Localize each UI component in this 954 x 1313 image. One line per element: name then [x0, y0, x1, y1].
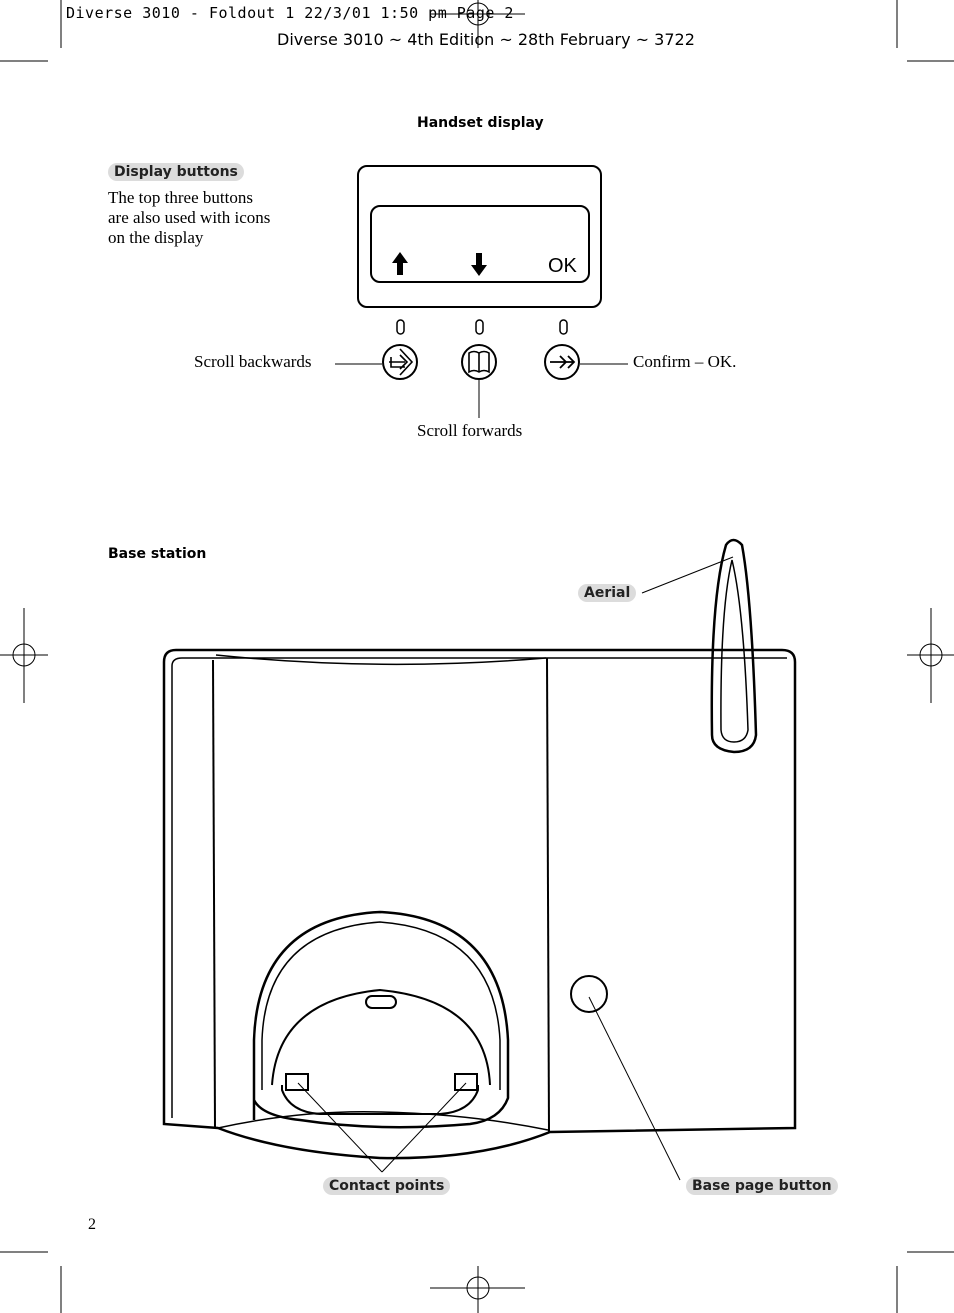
base-station-drawing: [162, 538, 797, 1160]
contact-points-label: Contact points: [323, 1177, 451, 1195]
scroll-forwards-label: Scroll forwards: [417, 421, 523, 440]
display-buttons-description: The top three buttons are also used with…: [108, 188, 270, 248]
aerial-label: Aerial: [578, 584, 637, 602]
page-number: 2: [88, 1216, 96, 1233]
base-station-title: Base station: [108, 546, 207, 562]
handset-display-title: Handset display: [417, 115, 544, 131]
indicator-middle: [475, 319, 484, 335]
scroll-backwards-button[interactable]: [382, 344, 418, 380]
scroll-backwards-icon: [389, 348, 414, 376]
up-arrow-icon: [392, 252, 408, 275]
confirm-ok-label: Confirm – OK.: [633, 352, 737, 371]
scroll-forwards-button[interactable]: [461, 344, 497, 380]
description-line-2: are also used with icons: [108, 208, 271, 227]
down-arrow-icon: [471, 253, 487, 276]
display-buttons-label: Display buttons: [108, 163, 244, 181]
contact-leader-left: [297, 1082, 383, 1173]
base-page-button-label: Base page button: [686, 1177, 838, 1195]
edition-header: Diverse 3010 ~ 4th Edition ~ 28th Februa…: [277, 30, 695, 49]
description-line-3: on the display: [108, 228, 204, 247]
description-line-1: The top three buttons: [108, 188, 253, 207]
indicator-left: [396, 319, 405, 335]
contact-leader-right: [381, 1082, 467, 1173]
scroll-backwards-label: Scroll backwards: [194, 352, 312, 371]
indicator-right: [559, 319, 568, 335]
book-icon: [468, 350, 490, 374]
crop-header-text: Diverse 3010 - Foldout 1 22/3/01 1:50 pm…: [66, 4, 514, 22]
forward-arrows-icon: [550, 355, 576, 369]
screen-ok-label: OK: [548, 255, 577, 277]
aerial-leader: [641, 556, 734, 594]
confirm-ok-button[interactable]: [544, 344, 580, 380]
handset-screen: [370, 205, 590, 283]
base-page-leader: [588, 996, 681, 1181]
handset-display-frame: [357, 165, 602, 308]
